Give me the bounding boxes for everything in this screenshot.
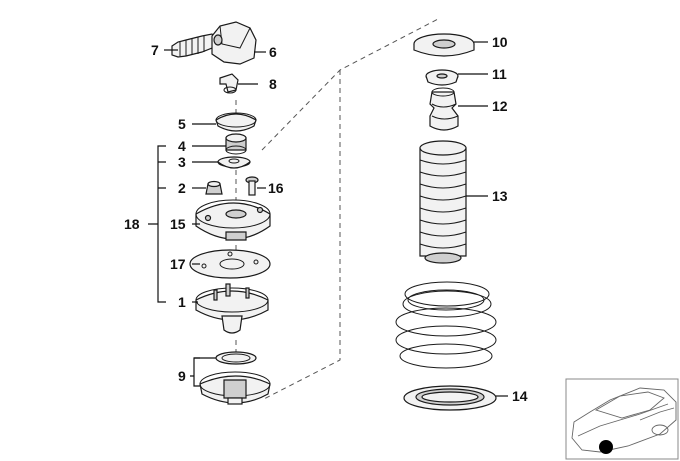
callout-13: 13 (492, 188, 508, 204)
callout-17: 17 (170, 256, 186, 272)
callout-8: 8 (269, 76, 277, 92)
part-13-bellows (419, 140, 467, 264)
callout-1: 1 (178, 294, 186, 310)
part-1-strut-mount (195, 283, 269, 334)
callout-11: 11 (492, 66, 507, 82)
callout-12: 12 (492, 98, 508, 114)
part-17-gasket (189, 249, 271, 279)
callout-18: 18 (124, 216, 140, 232)
part-4-nut (225, 133, 247, 155)
part-9-bearing-plate (199, 371, 271, 405)
part-3-washer (217, 156, 251, 169)
part-16-bolt (245, 176, 259, 196)
part-7-boot (171, 33, 217, 58)
callout-7: 7 (151, 42, 159, 58)
wheel-location-marker (599, 440, 613, 454)
part-12-bump-stop (429, 87, 459, 131)
part-8-elbow (219, 73, 239, 94)
callout-3: 3 (178, 154, 186, 170)
coil-spring (395, 281, 497, 369)
part-15-upper-mount (195, 199, 271, 241)
part-5-cover (215, 112, 257, 132)
part-2-small-nut (205, 180, 223, 195)
part-14-spring-pad (403, 385, 497, 411)
callout-labels: 1 2 3 4 5 6 7 8 9 10 11 12 13 14 15 16 1… (124, 34, 528, 404)
part-11-washer (425, 69, 459, 86)
callout-14: 14 (512, 388, 528, 404)
part-9-seal-ring (215, 351, 257, 365)
car-location-thumbnail-icon (565, 378, 679, 460)
callout-9: 9 (178, 368, 186, 384)
assembly-guide-lines (235, 17, 441, 401)
callout-10: 10 (492, 34, 508, 50)
part-6-cap (211, 21, 257, 65)
callout-6: 6 (269, 44, 277, 60)
callout-5: 5 (178, 116, 186, 132)
part-10-top-support (413, 33, 475, 57)
callout-15: 15 (170, 216, 186, 232)
callout-2: 2 (178, 180, 186, 196)
callout-4: 4 (178, 138, 186, 154)
callout-16: 16 (268, 180, 284, 196)
leader-lines (148, 41, 508, 397)
